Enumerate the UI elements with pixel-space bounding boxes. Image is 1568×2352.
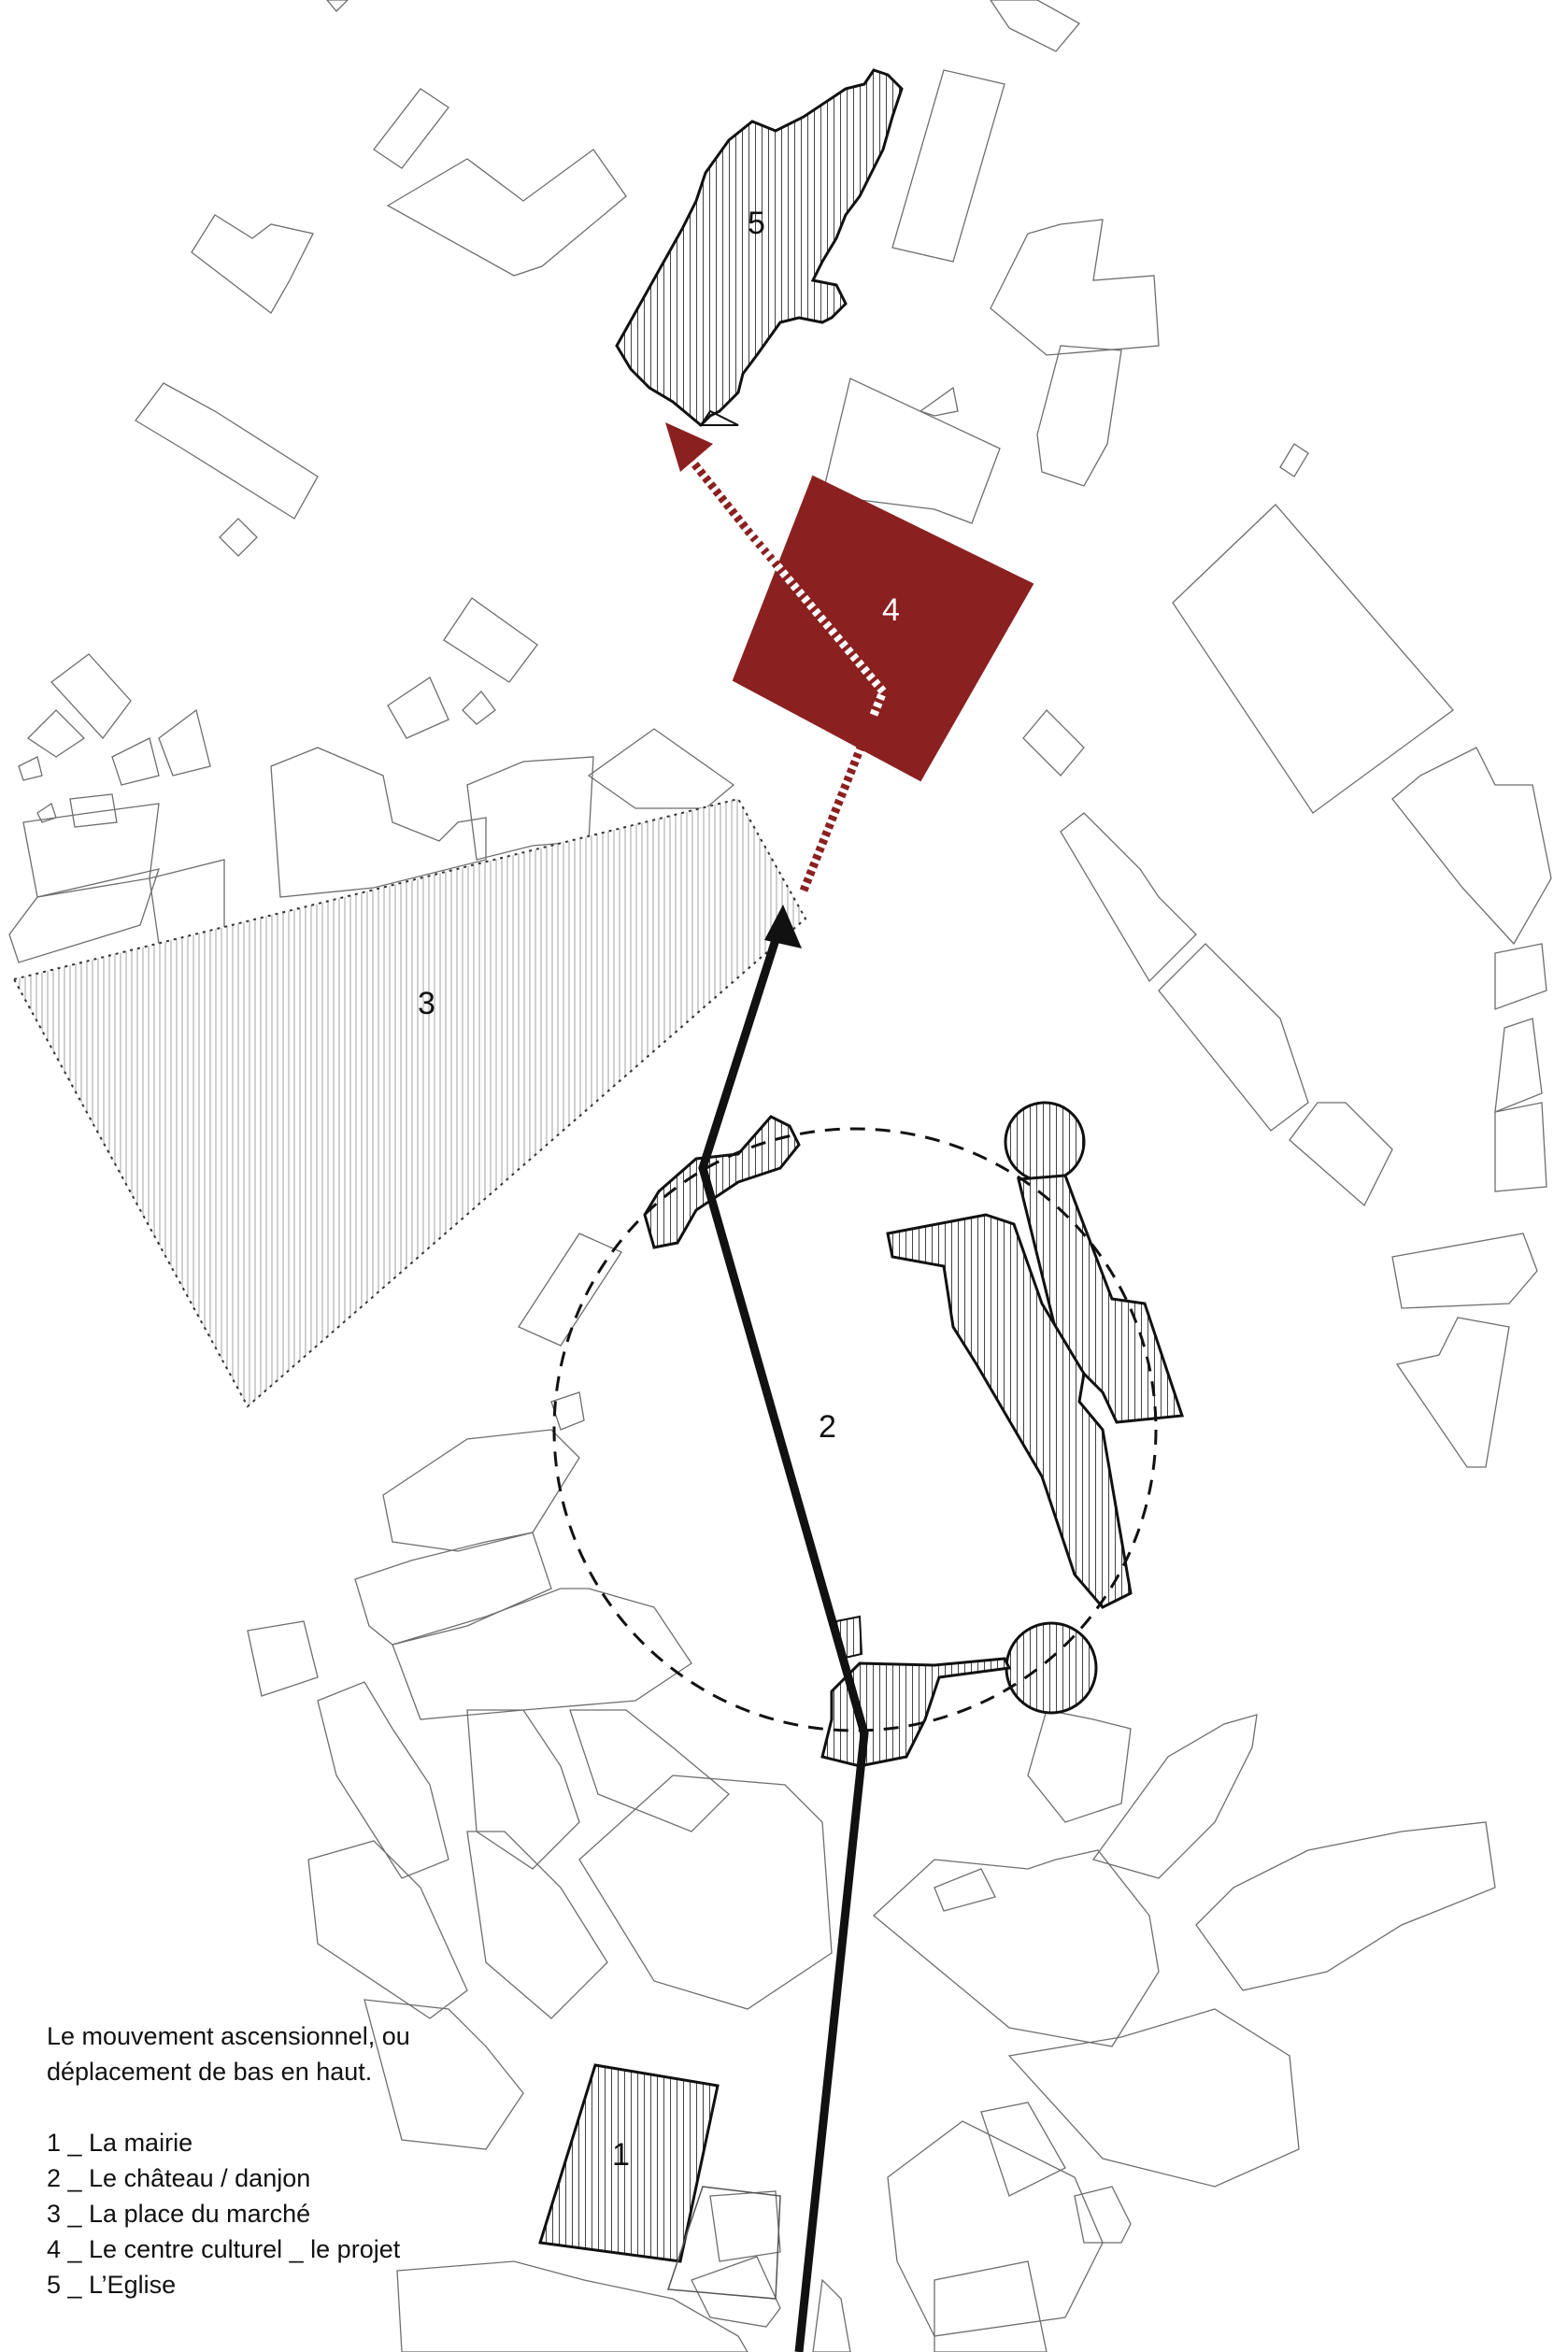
label-mairie: 1 bbox=[612, 2137, 630, 2173]
eglise-shape bbox=[615, 68, 904, 428]
movement-path-red bbox=[665, 422, 889, 892]
place-du-marche-shape bbox=[12, 797, 807, 1408]
chateau-tower-south bbox=[1005, 1621, 1098, 1715]
chateau-enclosure-circle bbox=[552, 1127, 1158, 1732]
legend-intro-line-2: déplacement de bas en haut. bbox=[47, 2058, 373, 2086]
black-arrow-head bbox=[764, 905, 802, 948]
label-chateau: 2 bbox=[819, 1409, 836, 1445]
red-arrow-head bbox=[665, 422, 713, 472]
legend: Le mouvement ascensionnel, ou déplacemen… bbox=[47, 2018, 607, 2302]
eglise-apse-shape bbox=[699, 409, 739, 426]
legend-item-chateau: 2 _ Le château / danjon bbox=[47, 2164, 311, 2192]
chateau-south-gate bbox=[820, 1657, 1012, 1768]
label-place: 3 bbox=[418, 986, 435, 1021]
legend-intro-line-1: Le mouvement ascensionnel, ou bbox=[47, 2022, 410, 2050]
label-eglise: 5 bbox=[748, 206, 765, 241]
surrounding-buildings bbox=[8, 0, 1552, 2352]
chateau-structures bbox=[552, 1101, 1185, 1768]
movement-path-black bbox=[698, 905, 869, 2352]
chateau-west-bastion bbox=[643, 1115, 801, 1249]
mairie-annex-shape bbox=[666, 2186, 781, 2300]
legend-intro: Le mouvement ascensionnel, ou déplacemen… bbox=[47, 2018, 607, 2089]
label-projet: 4 bbox=[882, 592, 900, 628]
chateau-main-building bbox=[886, 1213, 1133, 1609]
mairie-shape bbox=[538, 2063, 720, 2263]
centre-culturel-block bbox=[732, 475, 1034, 782]
chateau-tower-north bbox=[1004, 1101, 1086, 1183]
legend-item-place: 3 _ La place du marché bbox=[47, 2200, 311, 2228]
legend-item-eglise: 5 _ L’Eglise bbox=[47, 2271, 177, 2299]
legend-item-projet: 4 _ Le centre culturel _ le projet bbox=[47, 2235, 401, 2263]
legend-item-mairie: 1 _ La mairie bbox=[47, 2129, 193, 2157]
